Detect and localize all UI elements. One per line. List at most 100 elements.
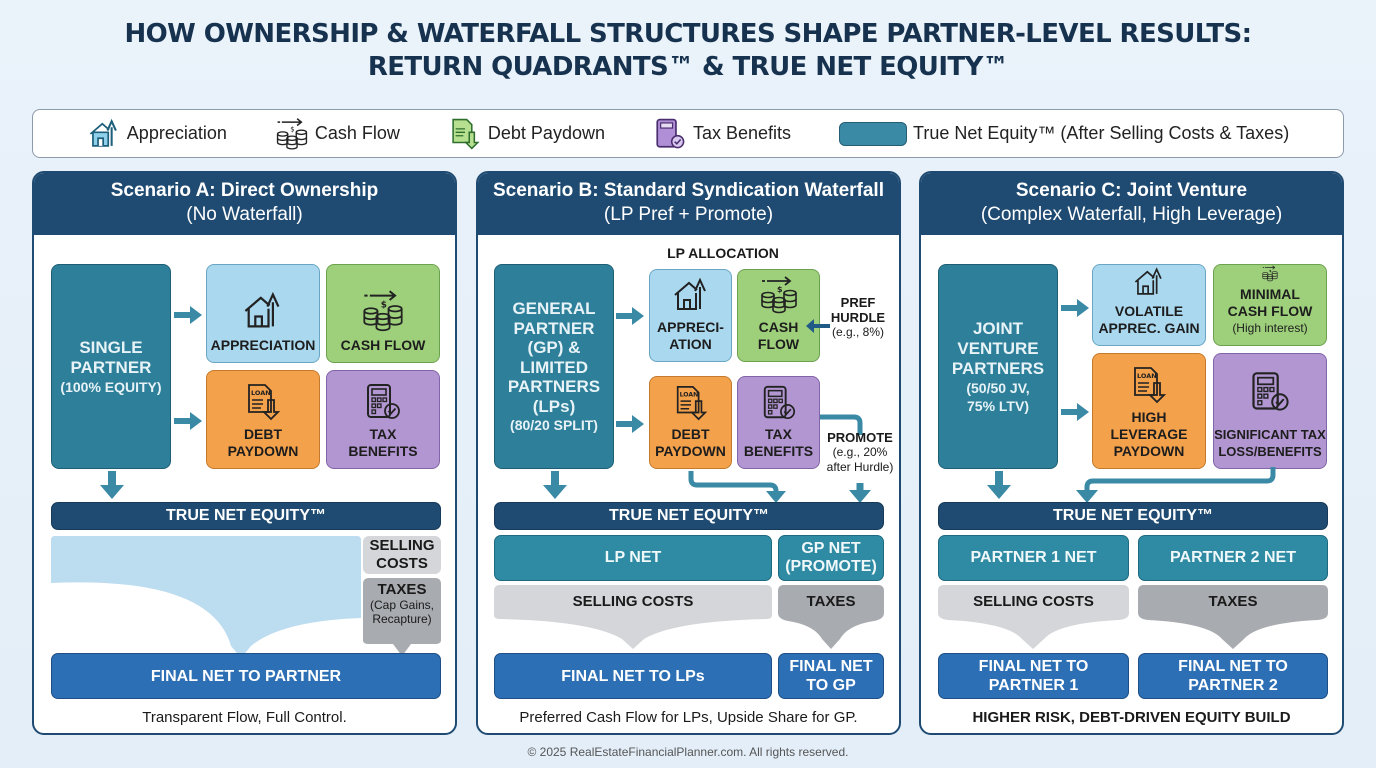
final-net-to-partner-1: FINAL NET TO PARTNER 1 (938, 653, 1129, 699)
scenario-c-title: Scenario C: Joint Venture (1015, 180, 1248, 201)
arrow-right-icon (1061, 299, 1089, 317)
arrow-right-icon (174, 306, 202, 324)
quadrant-debt-paydown: DEBT PAYDOWN (206, 370, 320, 469)
quadrant-label: MINIMAL (1240, 286, 1300, 302)
coins-arrow-icon (759, 275, 799, 315)
gp-lp-partners-box: GENERAL PARTNER (GP) & LIMITED PARTNERS … (494, 264, 614, 469)
promote-note: PROMOTE (e.g., 20% after Hurdle) (820, 430, 899, 475)
partner-label: VENTURE (957, 338, 1039, 358)
taxes-box: TAXES (Cap Gains, Recapture) (363, 581, 441, 626)
quadrant-cash-flow: CASH FLOW (737, 269, 820, 362)
partner-1-net-box: PARTNER 1 NET (938, 535, 1129, 581)
taxes-detail: Recapture) (372, 612, 432, 626)
partner-label: PARTNERS (951, 358, 1045, 378)
house-growth-icon (89, 118, 117, 147)
true-net-equity-bar: TRUE NET EQUITY™ (51, 502, 441, 530)
partner-label: SINGLE (79, 337, 143, 357)
quadrant-high-leverage-paydown: HIGH LEVERAGE PAYDOWN (1092, 353, 1206, 469)
quadrant-label: APPREC. GAIN (1098, 320, 1200, 336)
flow-funnel (51, 536, 361, 658)
arrow-down-icon (100, 471, 124, 499)
quadrant-label: BENEFITS (743, 443, 814, 459)
taxes-label: TAXES (806, 593, 856, 610)
title-line-1: HOW OWNERSHIP & WATERFALL STRUCTURES SHA… (124, 19, 1253, 49)
final-net-to-partner: FINAL NET TO PARTNER (51, 653, 441, 699)
coins-arrow-icon (1255, 265, 1285, 282)
quadrant-label: APPRECIATION (210, 337, 316, 353)
partner-label: (GP) & (527, 338, 581, 357)
final-net-to-partner-2: FINAL NET TO PARTNER 2 (1138, 653, 1328, 699)
final-gp-label: TO GP (806, 677, 856, 694)
house-growth-icon (241, 289, 285, 333)
quadrant-label: DEBT (243, 426, 283, 442)
quadrant-label: DEBT (671, 426, 710, 442)
selling-costs-label: COSTS (376, 555, 428, 572)
taxes-funnel (778, 585, 884, 649)
gp-net-label: (PROMOTE) (785, 558, 877, 575)
page-title: HOW OWNERSHIP & WATERFALL STRUCTURES SHA… (0, 18, 1376, 84)
scenario-c-subtitle: (Complex Waterfall, High Leverage) (980, 204, 1283, 225)
gp-net-label: GP NET (801, 540, 861, 557)
quadrant-label: PAYDOWN (1113, 443, 1185, 459)
taxes-arrow-shape (363, 578, 441, 656)
true-net-equity-bar: TRUE NET EQUITY™ (494, 502, 884, 530)
single-partner-box: SINGLE PARTNER (100% EQUITY) (51, 264, 171, 469)
quadrant-label: PAYDOWN (655, 443, 726, 459)
loan-document-icon (452, 118, 480, 150)
legend-label: Debt Paydown (487, 123, 605, 143)
arrow-right-icon (616, 307, 644, 325)
house-growth-icon (671, 275, 711, 315)
true-net-equity-bar: TRUE NET EQUITY™ (938, 502, 1328, 530)
loan-document-icon (1129, 365, 1169, 405)
quadrant-label: HIGH (1131, 409, 1167, 425)
quadrant-label: CASH FLOW (1227, 303, 1313, 319)
copyright-footer: © 2025 RealEstateFinancialPlanner.com. A… (527, 745, 849, 759)
pref-label: HURDLE (830, 310, 886, 325)
final-label: PARTNER 1 (988, 677, 1079, 694)
scenario-b-caption: Preferred Cash Flow for LPs, Upside Shar… (519, 709, 858, 726)
lp-allocation-label: LP ALLOCATION (667, 245, 779, 261)
final-net-to-gp: FINAL NET TO GP (778, 653, 884, 699)
selling-costs-label: SELLING COSTS (572, 593, 694, 610)
quadrant-label: BENEFITS (348, 443, 418, 459)
partner-ltv: 75% LTV) (967, 397, 1029, 414)
legend-label: Cash Flow (314, 123, 400, 143)
quadrant-tax-benefits: TAX BENEFITS (326, 370, 440, 469)
quadrant-appreciation: APPRECIATION (206, 264, 320, 363)
coins-arrow-icon (361, 289, 405, 333)
calculator-check-icon (656, 118, 685, 148)
taxes-detail: (Cap Gains, (369, 598, 435, 612)
arrow-right-icon (1061, 403, 1089, 421)
promote-label: PROMOTE (827, 430, 893, 445)
scenario-c-header: Scenario C: Joint Venture (Complex Water… (921, 173, 1342, 235)
final-label: FINAL NET TO (1178, 658, 1288, 675)
selling-costs-funnel (938, 585, 1129, 649)
true-net-equity-swatch (839, 121, 908, 146)
quadrant-label: TAX (765, 426, 792, 442)
scenario-b-panel: Scenario B: Standard Syndication Waterfa… (476, 171, 901, 735)
jv-partners-box: JOINT VENTURE PARTNERS (50/50 JV, 75% LT… (938, 264, 1058, 469)
quadrant-label: LOSS/BENEFITS (1218, 444, 1322, 459)
quadrant-label: CASH (758, 319, 799, 335)
pref-arrow-icon (806, 319, 830, 333)
legend-item-true-net-equity: True Net Equity™ (After Selling Costs & … (839, 121, 1289, 146)
partner-label: LIMITED (520, 357, 588, 377)
scenario-a-panel: Scenario A: Direct Ownership (No Waterfa… (32, 171, 457, 735)
selling-costs-label: SELLING (369, 537, 435, 554)
partner-equity: (100% EQUITY) (60, 378, 162, 395)
quadrant-appreciation: APPRECI- ATION (649, 269, 732, 362)
partner-split: (80/20 SPLIT) (510, 417, 598, 433)
coins-arrow-icon (275, 117, 309, 151)
quadrant-label: SIGNIFICANT TAX (1214, 427, 1326, 442)
final-label: FINAL NET TO (978, 658, 1089, 675)
pref-label: PREF (840, 295, 876, 310)
pref-hurdle-note: PREF HURDLE (e.g., 8%) (824, 295, 892, 340)
scenario-a-header: Scenario A: Direct Ownership (No Waterfa… (34, 173, 455, 235)
quadrant-cash-flow: CASH FLOW (326, 264, 440, 363)
partner-split: (50/50 JV, (966, 379, 1030, 396)
selling-costs-label: SELLING COSTS (973, 593, 1094, 610)
partner-label: PARTNER (513, 318, 595, 338)
quadrant-label: CASH FLOW (340, 337, 426, 353)
quadrant-label: LEVERAGE (1110, 426, 1188, 442)
arrow-down-icon (987, 471, 1011, 499)
